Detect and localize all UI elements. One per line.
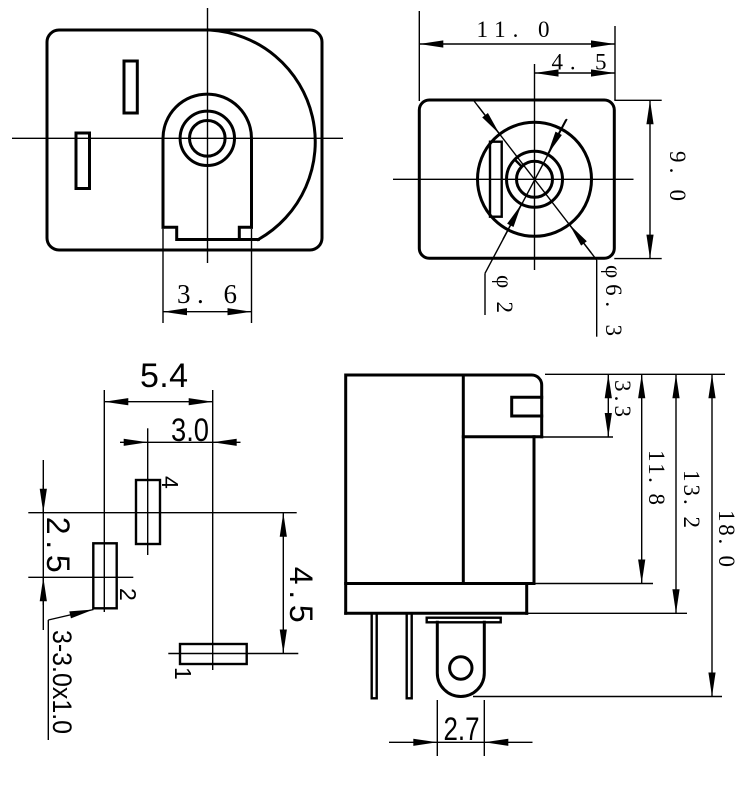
top-chamfer-tick [513, 158, 523, 168]
pad-4-label: 4 [157, 476, 183, 489]
side-dim-tab-text: 2.7 [444, 711, 480, 747]
pad-2-label: 2 [115, 588, 141, 601]
top-dim-height-text: 9. 0 [665, 151, 690, 201]
pin-dim-row-text: 2.5 [40, 517, 76, 573]
side-tab-collar [425, 616, 502, 624]
pin-layout-view: 5.4 3.0 2.5 4.5 3-3.0x1.0 4 2 1 [28, 357, 319, 740]
top-side-slot [488, 140, 503, 218]
side-dim-body-text: 11. 8 [644, 450, 669, 505]
top-view: 11. 0 4. 5 9. 0 φ6. 3 φ2 [393, 11, 690, 337]
front-barrel-base [161, 225, 260, 241]
front-barrel-inner-circle [188, 119, 227, 158]
side-mount-tab [435, 620, 486, 698]
pad-2 [92, 542, 118, 610]
top-dim-offset-text: 4. 5 [552, 50, 607, 75]
side-dim-total-text: 18. 0 [714, 510, 739, 567]
top-pin-circle [515, 159, 554, 199]
top-dim-barrel-text: φ6. 3 [601, 265, 626, 336]
front-body-outline [45, 28, 324, 252]
side-dim-notch-text: 3.3 [610, 380, 635, 417]
top-sleeve-circle [505, 149, 564, 209]
top-barrel-circle [476, 120, 593, 238]
top-dim-pin-text: φ2 [492, 275, 517, 313]
front-left-slot [74, 131, 91, 190]
front-dim-text: 3. 6 [177, 279, 237, 309]
front-view: 3. 6 [12, 8, 343, 323]
side-notch [510, 395, 544, 418]
pad-spec-text: 3-3.0x1.0 [47, 630, 77, 734]
front-top-slot [122, 59, 139, 115]
pin-dim-col-text: 4.5 [283, 567, 319, 623]
side-tab-hole [448, 655, 474, 681]
front-arc [208, 28, 317, 242]
side-dim-flange-text: 13. 2 [679, 470, 704, 528]
side-pin-b [405, 612, 413, 700]
pin-dim-span-text: 5.4 [140, 357, 188, 395]
pad-1-label: 1 [170, 667, 196, 680]
pad-1 [178, 642, 248, 666]
front-barrel-outer-circle [178, 109, 237, 168]
pin-dim-offset-text: 3.0 [171, 412, 209, 448]
side-body-outline [344, 373, 544, 615]
front-barrel-housing [161, 92, 253, 229]
side-pin-a [370, 612, 378, 700]
top-body-outline [417, 98, 616, 260]
top-dim-width-text: 11. 0 [477, 17, 550, 42]
side-view: 3.3 11. 8 13. 2 18. 0 2.7 [344, 373, 739, 756]
pad-4 [134, 478, 162, 546]
